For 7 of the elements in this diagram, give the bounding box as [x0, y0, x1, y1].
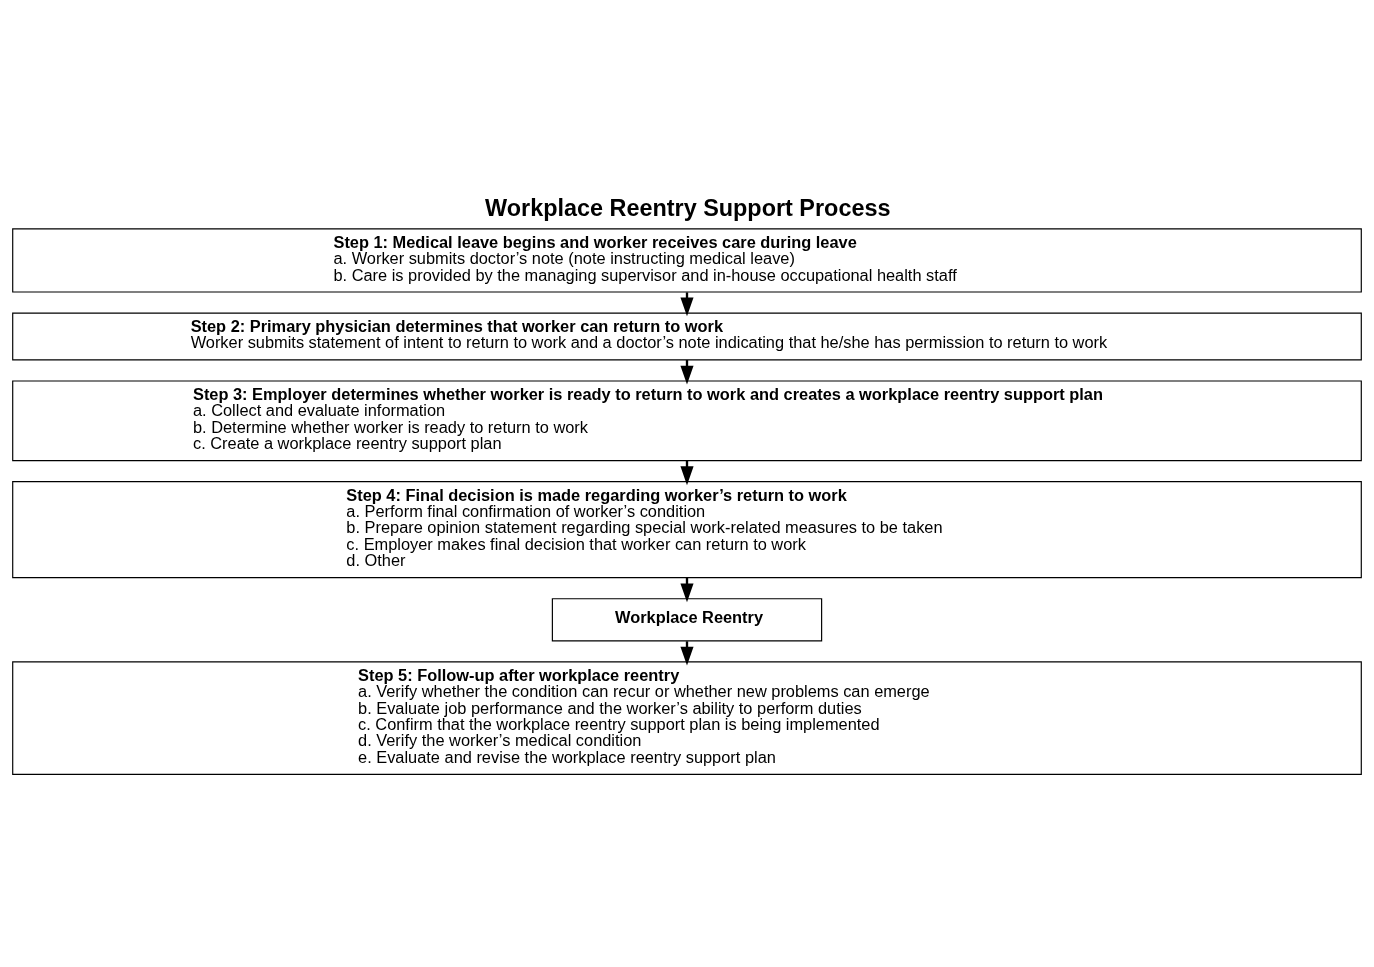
node-box: Step 2: Primary physician determines that worker can return to work Worker submits statement of intent to return to work and a doctor’s note indicating that he/she has permission to return to work: [12, 312, 1362, 360]
node-box: Workplace Reentry: [551, 597, 823, 641]
node-box: Step 3: Employer determines whether worker is ready to return to work and creates a workplace reentry support plan a. Collect and evaluate information b. Determine whether worker is ready to return to work c. Create a workplace reentry support plan: [12, 379, 1362, 461]
node-box: Step 4: Final decision is made regarding worker’s return to work a. Perform final confirmation of worker’s condition b. Prepare opinion statement regarding special work-related measures to be taken c. Employer makes final decision that worker can return to work d. Other: [12, 480, 1362, 578]
node-box: Step 1: Medical leave begins and worker receives care during leave a. Worker submits doctor’s note (note instructing medical leave) b. Care is provided by the managing supervisor and in-house occupational health staff: [12, 227, 1362, 293]
diagram-title: Workplace Reentry Support Process: [485, 194, 891, 221]
node-box: Step 5: Follow-up after workplace reentry a. Verify whether the condition can recur or whether new problems can emerge b. Evaluate job performance and the worker’s ability to perform duties c. Confirm that the workplace reentry support plan is being implemented d. Verify the worker’s medical condition e. Evaluate and revise the workplace reentry support plan: [12, 660, 1362, 775]
